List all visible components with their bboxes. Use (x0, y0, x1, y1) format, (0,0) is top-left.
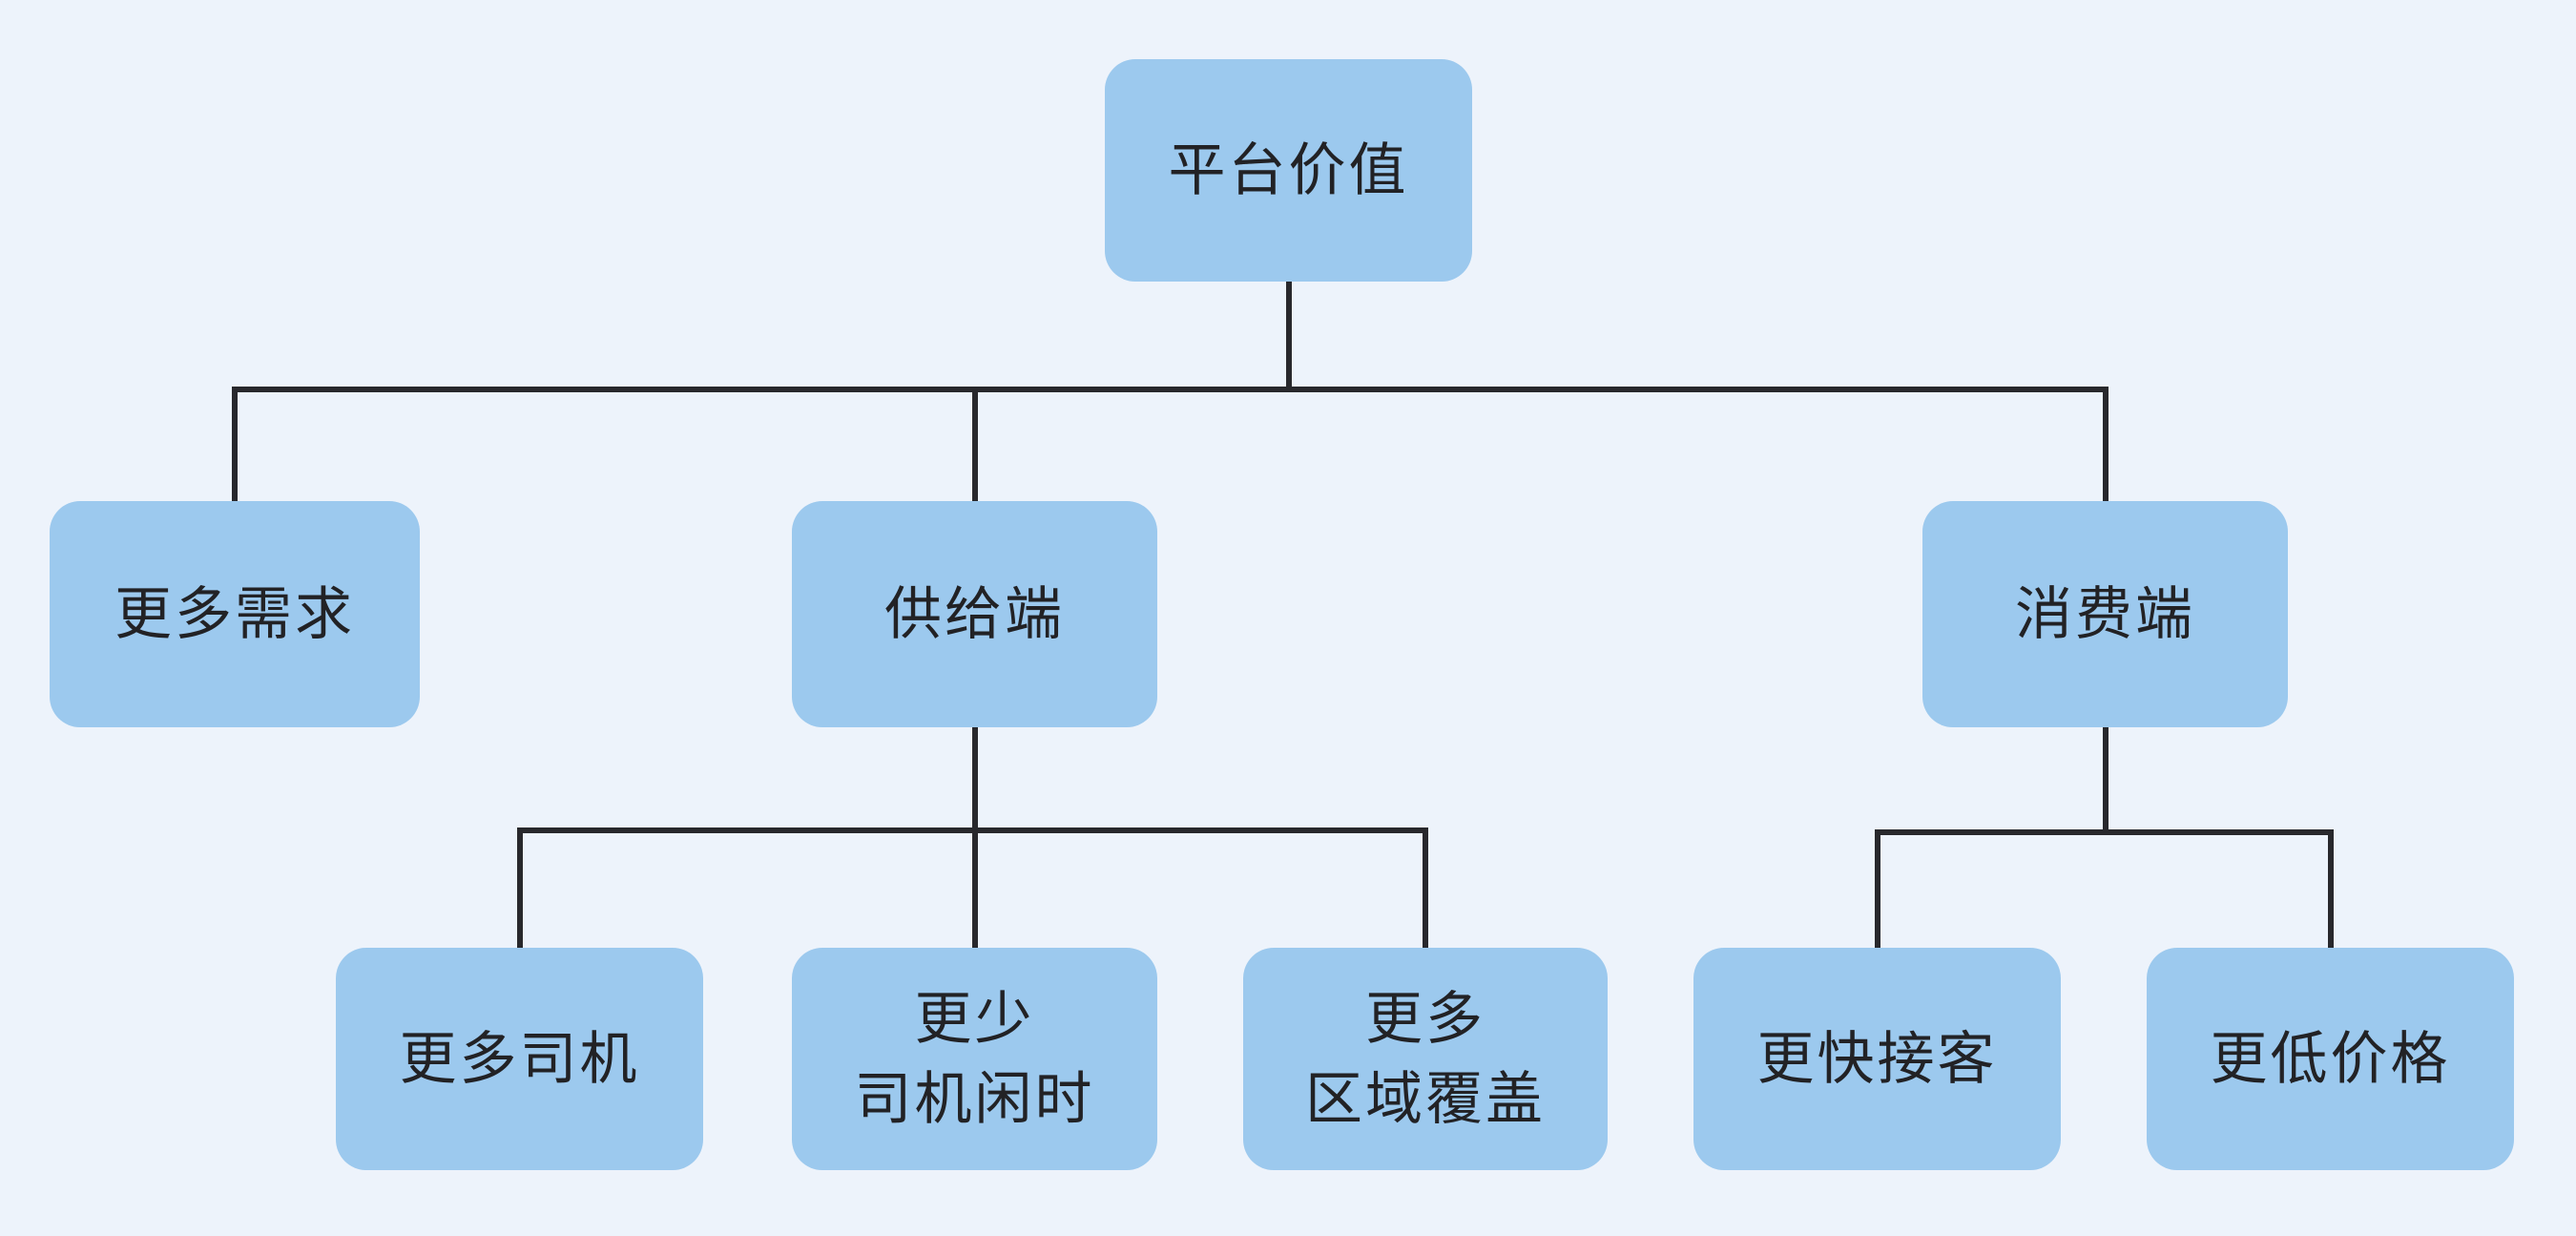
connector-segment (2327, 829, 2334, 950)
connector-segment (232, 387, 238, 503)
node-supply-side[interactable]: 供给端 (792, 501, 1157, 727)
node-label: 更快接客 (1756, 1026, 1998, 1091)
connector-segment (2102, 387, 2109, 503)
node-label: 更多司机 (399, 1026, 640, 1091)
node-label: 更多需求 (114, 581, 355, 646)
node-faster-pickup[interactable]: 更快接客 (1693, 948, 2061, 1170)
node-label: 消费端 (2015, 581, 2195, 646)
node-more-coverage[interactable]: 更多区域覆盖 (1243, 948, 1608, 1170)
node-consumer-side[interactable]: 消费端 (1922, 501, 2288, 727)
node-label: 司机闲时 (854, 1066, 1095, 1131)
node-more-demand[interactable]: 更多需求 (50, 501, 420, 727)
connector-segment (232, 387, 2109, 392)
connector-segment (516, 827, 523, 950)
connector-segment (971, 725, 978, 833)
connector-segment (1423, 827, 1428, 950)
connector-segment (1874, 829, 1880, 950)
node-label: 供给端 (884, 581, 1065, 646)
node-more-drivers[interactable]: 更多司机 (336, 948, 703, 1170)
node-label: 更多 (1365, 986, 1485, 1051)
connector-segment (971, 827, 978, 950)
connector-segment (971, 387, 978, 503)
node-platform-value[interactable]: 平台价值 (1105, 59, 1472, 282)
node-label: 更少 (914, 986, 1035, 1051)
node-label: 更低价格 (2210, 1026, 2451, 1091)
node-label: 平台价值 (1168, 137, 1409, 202)
connector-segment (1874, 829, 2334, 835)
node-lower-price[interactable]: 更低价格 (2147, 948, 2514, 1170)
node-less-idle-time[interactable]: 更少司机闲时 (792, 948, 1157, 1170)
node-label: 区域覆盖 (1305, 1066, 1546, 1131)
connector-segment (2102, 725, 2109, 835)
connector-segment (1285, 280, 1292, 392)
